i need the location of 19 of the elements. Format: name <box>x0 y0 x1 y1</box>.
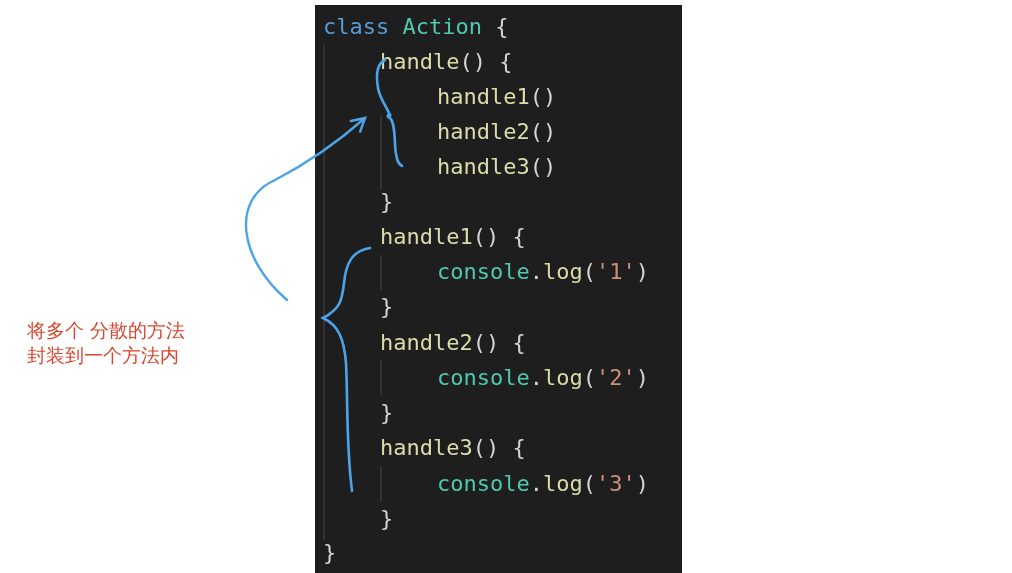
code-line: handle3() <box>437 153 557 181</box>
code-line: handle2() <box>437 118 557 146</box>
code-line: class Action { <box>323 13 509 41</box>
code-line: console.log('2') <box>437 364 649 392</box>
code-line: } <box>380 293 394 321</box>
code-line: handle3() { <box>380 434 526 462</box>
code-line: handle2() { <box>380 329 526 357</box>
code-line: handle() { <box>380 48 513 76</box>
code-line: handle1() <box>437 83 557 111</box>
code-panel <box>315 5 682 573</box>
annotation-text: 将多个 分散的方法封装到一个方法内 <box>27 318 187 368</box>
code-line: } <box>380 505 394 533</box>
code-line: } <box>380 399 394 427</box>
code-line: console.log('1') <box>437 258 649 286</box>
code-line: } <box>323 539 337 567</box>
arrow <box>244 116 367 302</box>
code-line: handle1() { <box>380 223 526 251</box>
code-line: console.log('3') <box>437 470 649 498</box>
code-line: } <box>380 188 394 216</box>
